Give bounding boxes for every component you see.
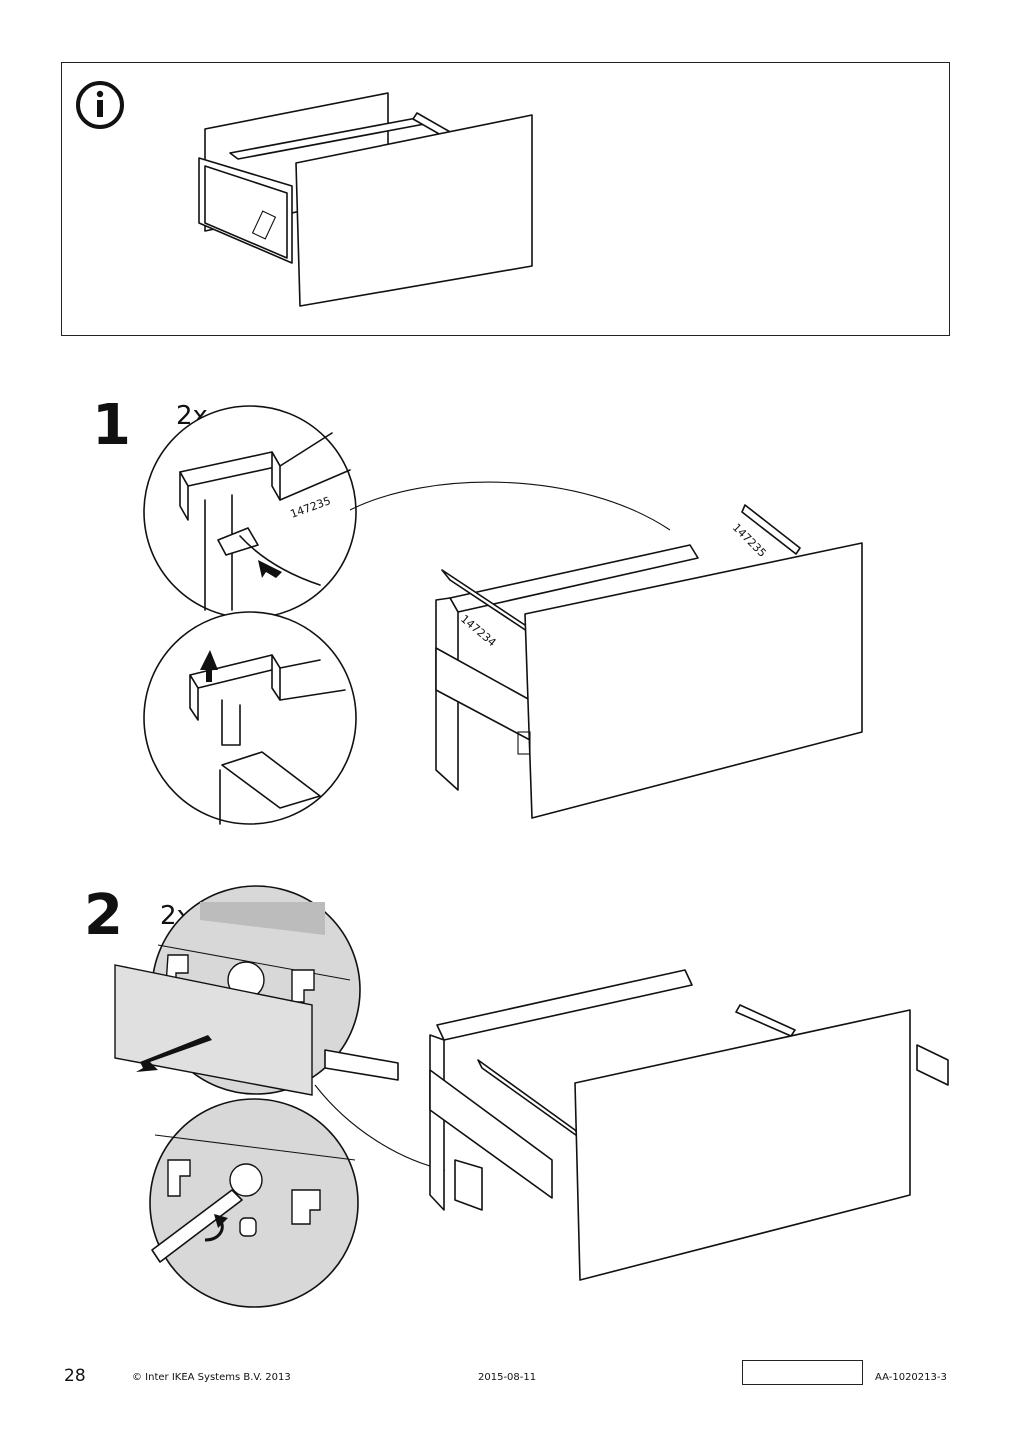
document-id: AA-1020213-3 xyxy=(875,1372,947,1383)
step-number: 1 xyxy=(92,393,131,458)
date-text: 2015-08-11 xyxy=(478,1372,537,1383)
step-number: 2 xyxy=(84,883,123,948)
info-panel xyxy=(61,62,950,336)
footer-blank-box xyxy=(742,1360,863,1385)
info-icon xyxy=(76,81,124,129)
info-drawer-illustration xyxy=(76,81,533,307)
page-number: 28 xyxy=(64,1366,86,1386)
copyright-text: © Inter IKEA Systems B.V. 2013 xyxy=(132,1372,291,1383)
